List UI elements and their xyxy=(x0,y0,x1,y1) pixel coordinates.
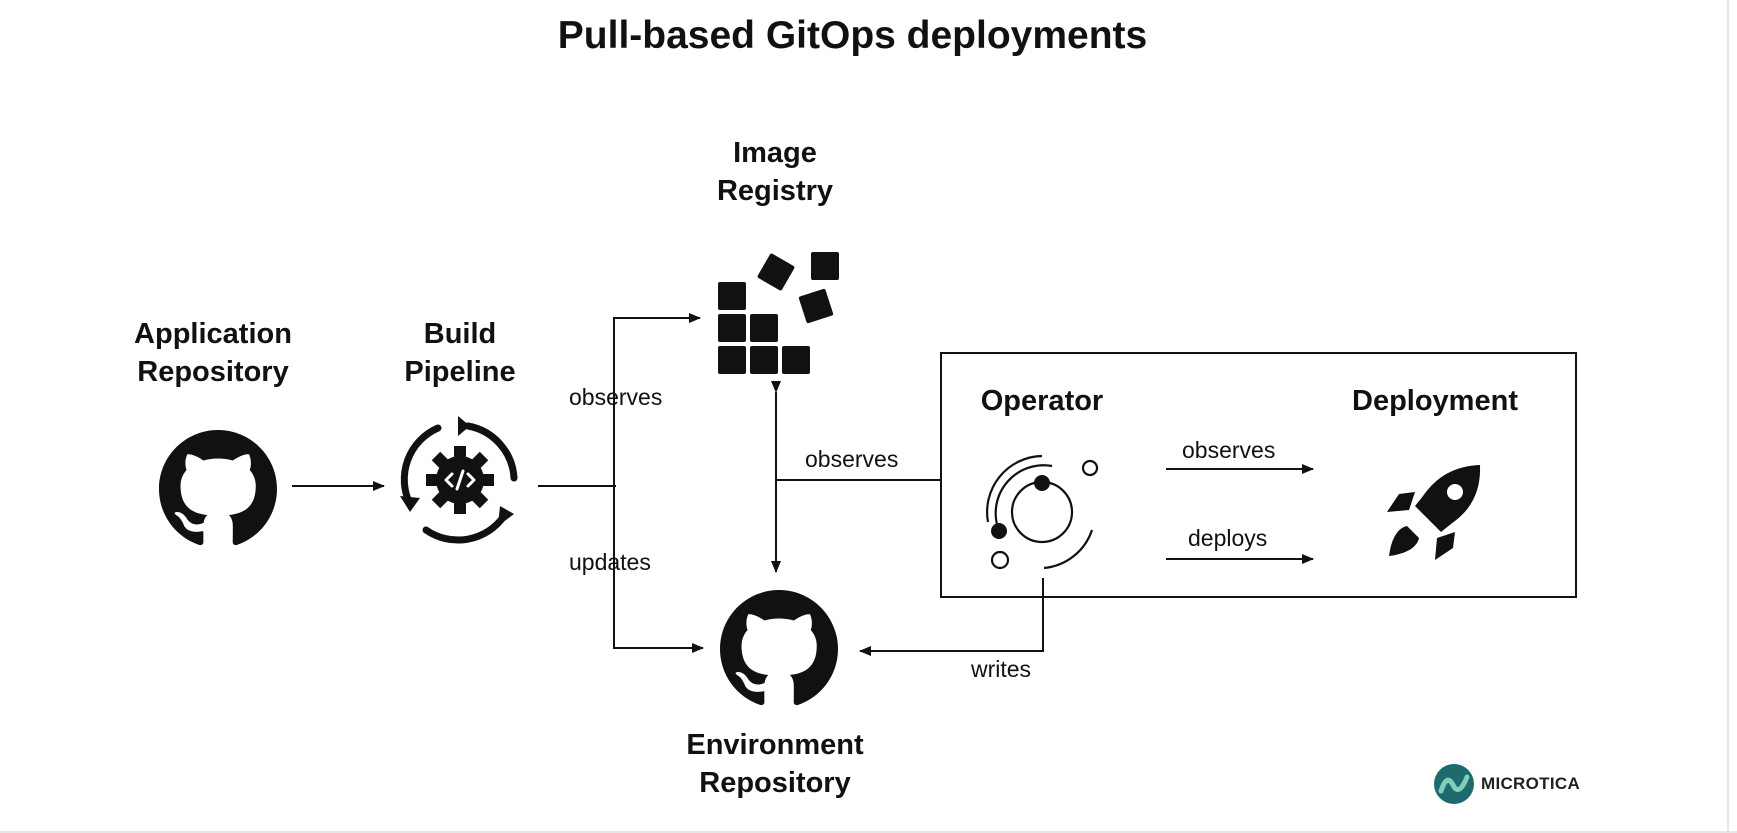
edge-label-updates: updates xyxy=(569,549,651,575)
edge-label-op-observes: observes xyxy=(1182,437,1276,463)
rocket-icon xyxy=(1387,465,1481,560)
brand-logo: MICROTICA xyxy=(1433,763,1580,805)
edge-label-observes-cluster: observes xyxy=(805,446,899,472)
gear-code-cycle-icon xyxy=(400,416,518,544)
orbit-icon xyxy=(986,454,1099,570)
microtica-logo-icon xyxy=(1434,764,1474,804)
bottom-divider xyxy=(0,831,1737,833)
deployment-label: Deployment xyxy=(1352,385,1518,417)
diagram-title: Pull-based GitOps deployments xyxy=(557,14,1148,57)
operator-label: Operator xyxy=(980,385,1104,417)
github-icon xyxy=(159,430,277,546)
edge-label-op-deploys: deploys xyxy=(1188,525,1268,551)
right-divider xyxy=(1727,0,1729,833)
github-icon xyxy=(720,590,838,706)
edge-label-observes-registry: observes xyxy=(569,384,663,410)
blocks-icon xyxy=(718,252,839,374)
brand-name: MICROTICA xyxy=(1481,774,1581,793)
edge-op-writes xyxy=(859,578,1044,656)
cluster-box xyxy=(940,352,1577,598)
edge-label-writes: writes xyxy=(971,656,1032,682)
